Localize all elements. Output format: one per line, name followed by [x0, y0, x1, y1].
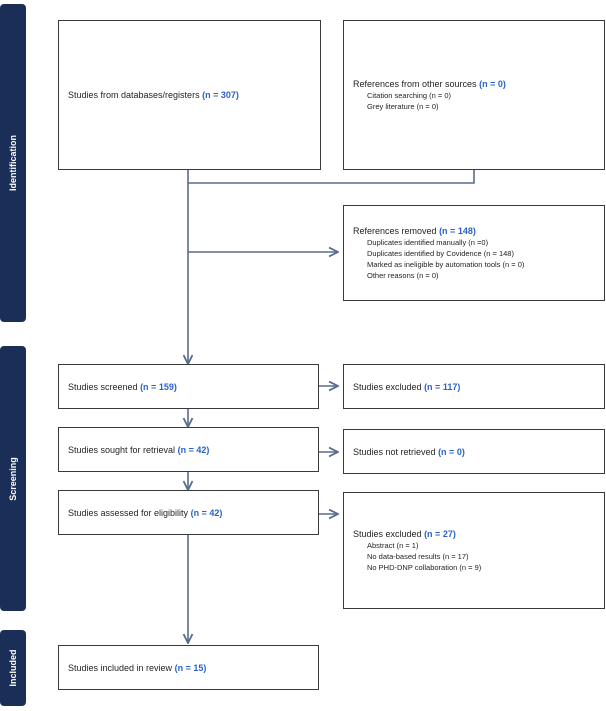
excluded-full-box: Studies excluded (n = 27) Abstract (n = … [343, 492, 605, 609]
assessed-label: Studies assessed for eligibility [68, 507, 189, 518]
databases-text: Studies from databases/registers (n = 30… [68, 89, 320, 101]
databases-count: (n = 307) [202, 90, 239, 100]
other-sources-item: Citation searching (n = 0) [367, 91, 452, 100]
sought-label: Studies sought for retrieval [68, 444, 176, 455]
screened-count: (n = 159) [140, 381, 177, 392]
other-sources-label: References from other sources [353, 79, 477, 89]
not-retrieved-text: Studies not retrieved (n = 0) [353, 446, 604, 458]
removed-item: Other reasons (n = 0) [367, 271, 439, 280]
excluded-full-count: (n = 27) [424, 529, 456, 539]
excluded-full-text: Studies excluded (n = 27) [353, 528, 604, 540]
other-sources-count: (n = 0) [479, 79, 506, 89]
references-removed-box: References removed (n = 148) Duplicates … [343, 205, 605, 301]
removed-item: Duplicates identified manually (n =0) [367, 238, 489, 247]
screened-box: Studies screened (n = 159) [58, 364, 319, 409]
assessed-box: Studies assessed for eligibility (n = 42… [58, 490, 319, 535]
sought-box: Studies sought for retrieval (n = 42) [58, 427, 319, 472]
phase-bar-included: Included [0, 630, 26, 706]
excluded-full-item: No PHD-DNP collaboration (n = 9) [367, 563, 482, 572]
excluded-screen-box: Studies excluded (n = 117) [343, 364, 605, 409]
other-sources-box: References from other sources (n = 0) Ci… [343, 20, 605, 170]
removed-text: References removed (n = 148) [353, 225, 604, 237]
included-text: Studies included in review (n = 15) [68, 662, 318, 674]
removed-label: References removed [353, 226, 437, 236]
not-retrieved-box: Studies not retrieved (n = 0) [343, 429, 605, 474]
not-retrieved-label: Studies not retrieved [353, 446, 436, 457]
other-sources-text: References from other sources (n = 0) [353, 78, 604, 90]
sought-text: Studies sought for retrieval (n = 42) [68, 444, 318, 456]
phase-bar-identification: Identification [0, 4, 26, 322]
screened-text: Studies screened (n = 159) [68, 381, 318, 393]
not-retrieved-count: (n = 0) [438, 446, 465, 457]
sought-count: (n = 42) [177, 444, 210, 455]
excluded-full-item: Abstract (n = 1) [367, 541, 419, 550]
excluded-screen-label: Studies excluded [353, 381, 422, 392]
screened-label: Studies screened [68, 381, 138, 392]
excluded-screen-count: (n = 117) [424, 381, 461, 392]
removed-count: (n = 148) [439, 226, 476, 236]
included-count: (n = 15) [174, 662, 207, 673]
databases-box: Studies from databases/registers (n = 30… [58, 20, 321, 170]
excluded-screen-text: Studies excluded (n = 117) [353, 381, 604, 393]
phase-bar-screening: Screening [0, 346, 26, 611]
databases-label: Studies from databases/registers [68, 90, 200, 100]
other-sources-item: Grey literature (n = 0) [367, 102, 439, 111]
assessed-count: (n = 42) [190, 507, 223, 518]
excluded-full-label: Studies excluded [353, 529, 422, 539]
removed-item: Duplicates identified by Covidence (n = … [367, 249, 514, 258]
included-label: Studies included in review [68, 662, 173, 673]
removed-item: Marked as ineligible by automation tools… [367, 260, 525, 269]
included-box: Studies included in review (n = 15) [58, 645, 319, 690]
excluded-full-item: No data-based results (n = 17) [367, 552, 469, 561]
assessed-text: Studies assessed for eligibility (n = 42… [68, 507, 318, 519]
